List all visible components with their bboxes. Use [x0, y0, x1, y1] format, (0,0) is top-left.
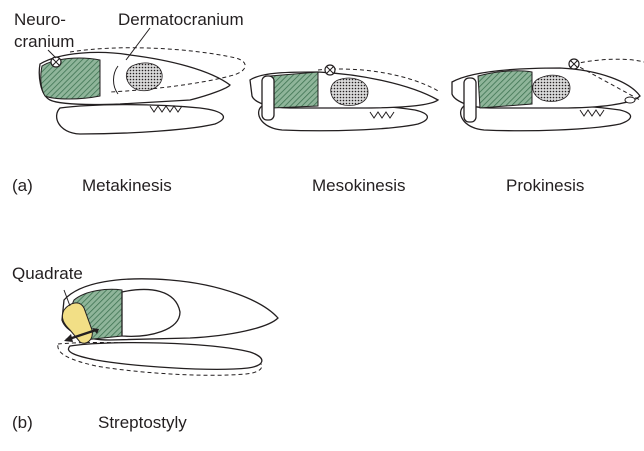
dermatocranium-label: Dermatocranium — [118, 10, 244, 30]
metakinesis-caption: Metakinesis — [82, 176, 172, 196]
neurocranium-label-line1: Neuro- — [14, 10, 66, 30]
skull-mesokinesis — [250, 65, 440, 131]
skull-prokinesis — [452, 59, 644, 131]
quadrate-label: Quadrate — [12, 264, 83, 284]
skull-streptostyly — [58, 279, 278, 375]
mesokinesis-caption: Mesokinesis — [312, 176, 406, 196]
neurocranium-label-line2: cranium — [14, 32, 74, 52]
prokinesis-caption: Prokinesis — [506, 176, 584, 196]
part-b-label: (b) — [12, 413, 33, 433]
streptostyly-caption: Streptostyly — [98, 413, 187, 433]
part-a-label: (a) — [12, 176, 33, 196]
